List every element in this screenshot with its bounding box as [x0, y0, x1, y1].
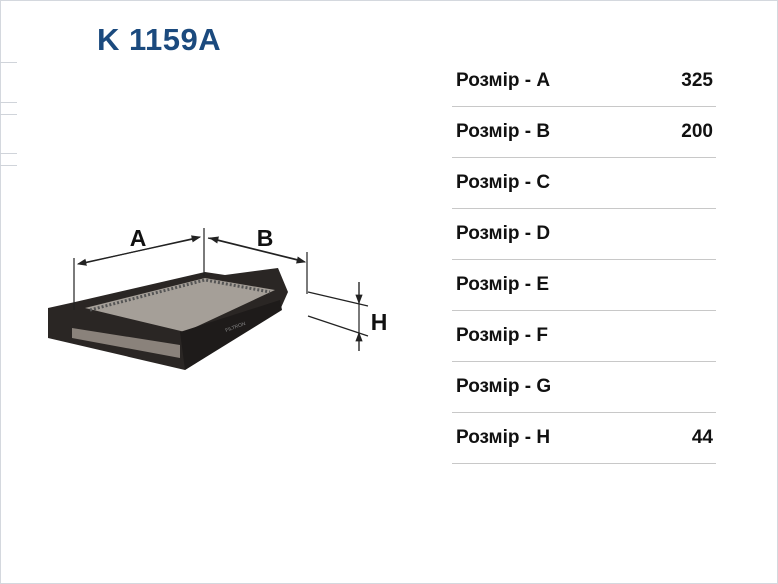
dimension-label: Розмір - B	[456, 121, 551, 142]
margin-tick	[0, 102, 17, 103]
dimension-row-g: Розмір - G	[452, 362, 716, 413]
dimension-row-d: Розмір - D	[452, 209, 716, 260]
dimension-label-a: A	[130, 225, 147, 251]
dimension-label: Розмір - G	[456, 376, 552, 397]
dimension-value: 200	[681, 121, 713, 142]
dimension-label: Розмір - F	[456, 325, 548, 346]
dimension-row-b: Розмір - B 200	[452, 107, 716, 158]
dimensions-table: Розмір - A 325 Розмір - B 200 Розмір - C Р…	[452, 56, 716, 464]
margin-tick	[0, 62, 17, 63]
dimension-label: Розмір - A	[456, 70, 551, 91]
dimension-label: Розмір - C	[456, 172, 551, 193]
dimension-label-b: B	[257, 225, 274, 251]
filter-image: FILTRON	[48, 268, 288, 370]
dimension-row-e: Розмір - E	[452, 260, 716, 311]
dimension-label: Розмір - E	[456, 274, 550, 295]
dimension-row-a: Розмір - A 325	[452, 56, 716, 107]
dimension-row-h: Розмір - H 44	[452, 413, 716, 464]
dimension-row-f: Розмір - F	[452, 311, 716, 362]
dimension-label: Розмір - H	[456, 427, 551, 448]
dimension-row-c: Розмір - C	[452, 158, 716, 209]
product-title: K 1159A	[97, 22, 222, 57]
margin-tick	[0, 114, 17, 115]
dimension-value: 325	[681, 70, 713, 91]
dimension-lines	[73, 228, 369, 351]
dimension-label: Розмір - D	[456, 223, 551, 244]
dimension-label-h: H	[371, 309, 388, 335]
margin-tick	[0, 165, 17, 166]
dimension-value: 44	[691, 427, 713, 448]
margin-tick	[0, 153, 17, 154]
filter-diagram: FILTRON A B H	[48, 225, 388, 370]
